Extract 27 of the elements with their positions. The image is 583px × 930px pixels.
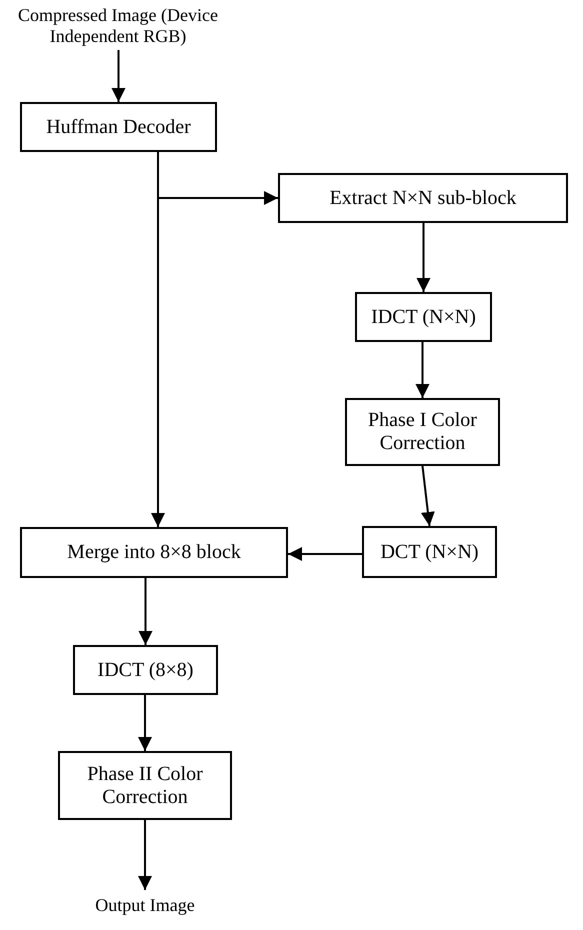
process-box: [20, 102, 217, 152]
process-box: [20, 527, 288, 578]
process-box: [345, 398, 500, 466]
flow-label: Compressed Image (Device Independent RGB): [17, 5, 219, 47]
arrow: [151, 152, 165, 527]
arrow: [138, 695, 152, 751]
process-box: [73, 645, 218, 695]
box-label: Merge into 8×8 block: [66, 541, 242, 564]
flow-label: Output Image: [94, 894, 196, 916]
process-box: [278, 173, 568, 223]
box-label: Extract N×N sub-block: [328, 186, 518, 210]
process-box: [362, 526, 497, 578]
arrow: [138, 820, 152, 890]
box-label: Phase I Color Correction: [367, 409, 478, 455]
box-label: Phase II Color Correction: [86, 762, 204, 808]
arrow: [416, 223, 430, 292]
box-label: IDCT (8×8): [96, 658, 194, 682]
arrow: [138, 578, 152, 645]
arrow: [112, 50, 126, 102]
box-label: DCT (N×N): [379, 540, 480, 564]
box-label: IDCT (N×N): [370, 306, 477, 328]
arrow: [416, 342, 430, 398]
arrow: [420, 466, 435, 526]
process-box: [355, 292, 492, 342]
process-box: [58, 751, 232, 820]
box-label: Huffman Decoder: [45, 116, 192, 138]
arrow: [288, 547, 362, 561]
